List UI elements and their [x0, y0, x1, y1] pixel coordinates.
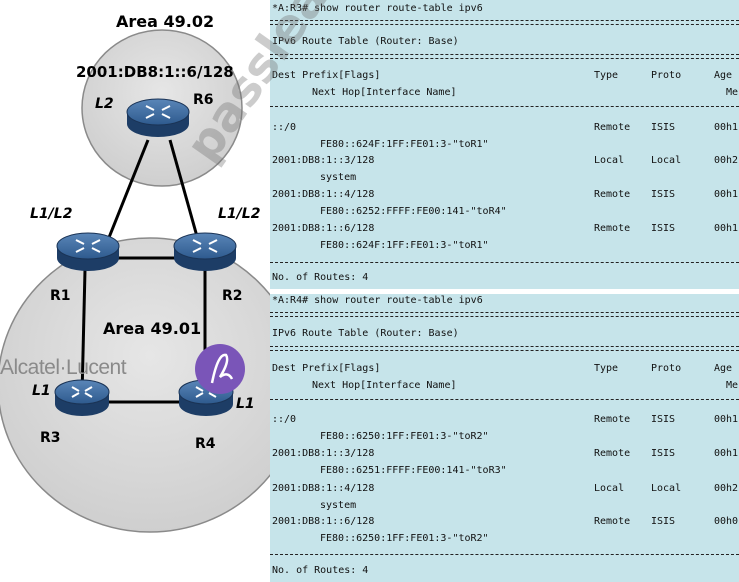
route-age: 00h1 [714, 189, 739, 200]
separator [270, 346, 739, 351]
r2-level-label: L1/L2 [218, 206, 261, 222]
route-table-panel-r3: *A:R3# show router route-table ipv6 IPv6… [270, 0, 739, 289]
separator [270, 20, 739, 25]
separator [270, 106, 739, 107]
header-next-hop: Next Hop[Interface Name] [312, 380, 457, 391]
header-type: Type [594, 70, 619, 81]
route-next-hop: FE80::624F:1FF:FE01:3-"toR1" [320, 240, 489, 251]
route-next-hop: system [320, 172, 357, 183]
route-prefix: ::/0 [272, 414, 297, 425]
r3-level-label: L1 [32, 383, 51, 399]
r6-level-label: L2 [95, 96, 114, 112]
header-age: Age [714, 70, 733, 81]
table-title: IPv6 Route Table (Router: Base) [272, 36, 459, 47]
header-metric: Me [726, 380, 739, 391]
route-proto: Local [651, 155, 682, 166]
cli-prompt: *A:R4# show router route-table ipv6 [272, 295, 483, 306]
route-next-hop: FE80::6250:1FF:FE01:3-"toR2" [320, 533, 489, 544]
area-49-01-circle [0, 237, 270, 533]
route-type: Remote [594, 414, 631, 425]
route-count: No. of Routes: 4 [272, 565, 369, 576]
r2-name-label: R2 [222, 288, 243, 304]
route-type: Remote [594, 516, 631, 527]
route-prefix: 2001:DB8:1::3/128 [272, 155, 375, 166]
header-age: Age [714, 363, 733, 374]
route-prefix: 2001:DB8:1::3/128 [272, 448, 375, 459]
table-title: IPv6 Route Table (Router: Base) [272, 328, 459, 339]
r6-prefix-label: 2001:DB8:1::6/128 [76, 63, 234, 81]
route-type: Local [594, 155, 625, 166]
separator [270, 54, 739, 59]
cli-prompt: *A:R3# show router route-table ipv6 [272, 3, 483, 14]
link-r6-r2 [168, 139, 200, 241]
r4-name-label: R4 [195, 436, 216, 452]
separator [270, 554, 739, 555]
r1-name-label: R1 [50, 288, 71, 304]
route-prefix: 2001:DB8:1::4/128 [272, 483, 375, 494]
header-metric: Me [726, 87, 739, 98]
route-age: 00h1 [714, 414, 739, 425]
router-r2-icon [173, 232, 237, 271]
header-next-hop: Next Hop[Interface Name] [312, 87, 457, 98]
r3-name-label: R3 [40, 430, 61, 446]
route-prefix: 2001:DB8:1::6/128 [272, 516, 375, 527]
route-type: Remote [594, 122, 631, 133]
route-age: 00h2 [714, 155, 739, 166]
alcatel-lucent-brand-text: Alcatel·Lucent [0, 356, 127, 379]
r1-level-label: L1/L2 [30, 206, 73, 222]
route-prefix: 2001:DB8:1::6/128 [272, 223, 375, 234]
area-49-01-title: Area 49.01 [103, 319, 202, 338]
router-r4-icon [178, 379, 234, 416]
separator [270, 262, 739, 263]
topology-svg [0, 29, 270, 533]
route-next-hop: FE80::6251:FFFF:FE00:141-"toR3" [320, 465, 507, 476]
route-table-panel-r4: *A:R4# show router route-table ipv6 IPv6… [270, 294, 739, 582]
header-dest-prefix: Dest Prefix[Flags] [272, 70, 381, 81]
route-proto: ISIS [651, 189, 676, 200]
router-r3-icon [54, 379, 110, 416]
route-proto: ISIS [651, 223, 676, 234]
route-age: 00h1 [714, 122, 739, 133]
area-49-02-title: Area 49.02 [116, 12, 215, 31]
route-proto: ISIS [651, 122, 676, 133]
header-proto: Proto [651, 363, 682, 374]
route-age: 00h0 [714, 516, 739, 527]
route-age: 00h2 [714, 483, 739, 494]
route-type: Remote [594, 223, 631, 234]
header-type: Type [594, 363, 619, 374]
route-proto: ISIS [651, 414, 676, 425]
route-proto: ISIS [651, 448, 676, 459]
link-r6-r1 [106, 139, 150, 241]
r4-level-label: L1 [236, 396, 255, 412]
header-proto: Proto [651, 70, 682, 81]
route-next-hop: FE80::624F:1FF:FE01:3-"toR1" [320, 139, 489, 150]
header-dest-prefix: Dest Prefix[Flags] [272, 363, 381, 374]
route-count: No. of Routes: 4 [272, 272, 369, 283]
route-proto: Local [651, 483, 682, 494]
r6-name-label: R6 [193, 92, 214, 108]
route-type: Remote [594, 189, 631, 200]
alcatel-lucent-logo-icon [195, 344, 245, 394]
route-next-hop: FE80::6250:1FF:FE01:3-"toR2" [320, 431, 489, 442]
route-next-hop: system [320, 500, 357, 511]
network-diagram: Area 49.02 2001:DB8:1::6/128 L2 R6 L1/L2… [0, 0, 270, 582]
separator [270, 312, 739, 317]
route-age: 00h1 [714, 448, 739, 459]
route-age: 00h1 [714, 223, 739, 234]
route-proto: ISIS [651, 516, 676, 527]
separator [270, 399, 739, 400]
link-r1-r3 [80, 269, 87, 397]
route-prefix: ::/0 [272, 122, 297, 133]
route-type: Remote [594, 448, 631, 459]
route-prefix: 2001:DB8:1::4/128 [272, 189, 375, 200]
route-next-hop: FE80::6252:FFFF:FE00:141-"toR4" [320, 206, 507, 217]
router-r6-icon [126, 98, 190, 137]
route-type: Local [594, 483, 625, 494]
router-r1-icon [56, 232, 120, 271]
